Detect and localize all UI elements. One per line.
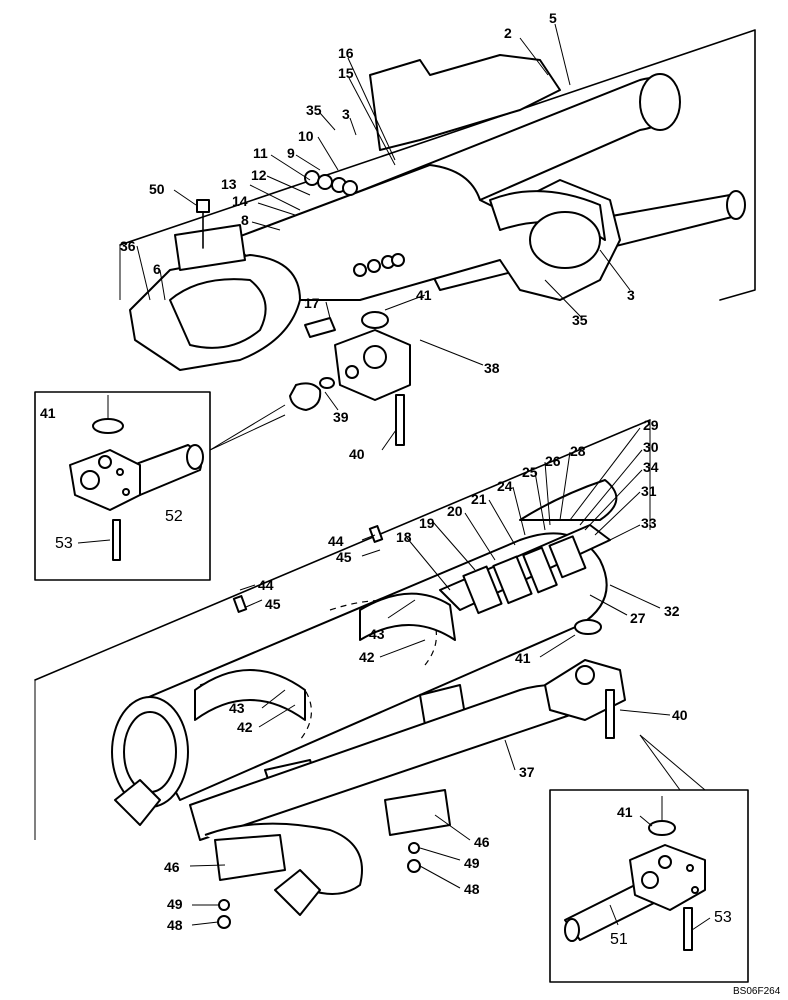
callout-21: 21 xyxy=(471,491,487,507)
upper-cradle-body xyxy=(229,54,621,301)
callout-46: 46 xyxy=(474,834,490,850)
callout-29: 29 xyxy=(643,417,659,433)
callout-9: 9 xyxy=(287,145,295,161)
callout-numbers: 2 5 16 15 35 3 10 11 9 12 13 50 14 8 36 … xyxy=(40,10,781,997)
callout-44: 44 xyxy=(328,533,344,549)
callout-27: 27 xyxy=(630,610,646,626)
callout-43: 43 xyxy=(369,626,385,642)
callout-53-inset-right: 53 xyxy=(714,909,732,926)
callout-51: 51 xyxy=(610,931,628,948)
inset-right-part-51 xyxy=(549,734,749,983)
callout-12: 12 xyxy=(251,167,267,183)
inset-left-part-52 xyxy=(34,391,286,581)
callout-5: 5 xyxy=(549,10,557,26)
callout-40: 40 xyxy=(349,446,365,462)
callout-15: 15 xyxy=(338,65,354,81)
callout-49: 49 xyxy=(464,855,480,871)
callout-37: 37 xyxy=(519,764,535,780)
callout-49-left: 49 xyxy=(167,896,183,912)
callout-28: 28 xyxy=(570,443,586,459)
callout-41-lower: 41 xyxy=(515,650,531,666)
lower-assembly-boundary xyxy=(34,419,651,840)
callout-36: 36 xyxy=(120,238,136,254)
callout-10: 10 xyxy=(298,128,314,144)
upper-flange-part-38 xyxy=(289,311,411,446)
callout-45: 45 xyxy=(336,549,352,565)
callout-38: 38 xyxy=(484,360,500,376)
upper-saddle-part-36 xyxy=(129,224,301,371)
callout-2: 2 xyxy=(504,25,512,41)
callout-11: 11 xyxy=(253,145,268,161)
callout-48: 48 xyxy=(464,881,480,897)
callout-24: 24 xyxy=(497,478,513,494)
callout-16: 16 xyxy=(338,45,354,61)
callout-53-inset-left: 53 xyxy=(55,535,73,552)
lower-callout-leaders xyxy=(189,427,671,926)
callout-30: 30 xyxy=(643,439,659,455)
callout-43-left: 43 xyxy=(229,700,245,716)
callout-14: 14 xyxy=(232,193,248,209)
callout-31: 31 xyxy=(641,483,657,499)
callout-41: 41 xyxy=(416,287,432,303)
callout-41-inset-left: 41 xyxy=(40,405,56,421)
callout-17: 17 xyxy=(304,295,320,311)
callout-19: 19 xyxy=(419,515,435,531)
callout-34: 34 xyxy=(643,459,659,475)
callout-3: 3 xyxy=(342,106,350,122)
upper-callout-leaders xyxy=(136,23,631,451)
callout-25: 25 xyxy=(522,464,538,480)
callout-3-right: 3 xyxy=(627,287,635,303)
callout-46-left: 46 xyxy=(164,859,180,875)
drawing-code: BS06F264 xyxy=(733,986,781,997)
cylinder-piston-internals xyxy=(439,479,618,615)
callout-50: 50 xyxy=(149,181,165,197)
callout-42: 42 xyxy=(359,649,375,665)
callout-6: 6 xyxy=(153,261,161,277)
callout-8: 8 xyxy=(241,212,249,228)
callout-44-left: 44 xyxy=(258,577,274,593)
callout-42-left: 42 xyxy=(237,719,253,735)
callout-33: 33 xyxy=(641,515,657,531)
callout-35: 35 xyxy=(306,102,322,118)
callout-32: 32 xyxy=(664,603,680,619)
upper-bolt-cluster xyxy=(196,170,405,277)
callout-41-inset-right: 41 xyxy=(617,804,633,820)
callout-35-right: 35 xyxy=(572,312,588,328)
lower-u-pipe xyxy=(114,525,451,929)
callout-48-left: 48 xyxy=(167,917,183,933)
callout-18: 18 xyxy=(396,529,412,545)
callout-52: 52 xyxy=(165,508,183,525)
callout-13: 13 xyxy=(221,176,237,192)
callout-20: 20 xyxy=(447,503,463,519)
upper-assembly-boundary xyxy=(119,29,756,301)
callout-26: 26 xyxy=(545,453,561,469)
callout-45-left: 45 xyxy=(265,596,281,612)
callout-39: 39 xyxy=(333,409,349,425)
callout-40-lower: 40 xyxy=(672,707,688,723)
lower-pipe-part-37 xyxy=(189,619,626,841)
